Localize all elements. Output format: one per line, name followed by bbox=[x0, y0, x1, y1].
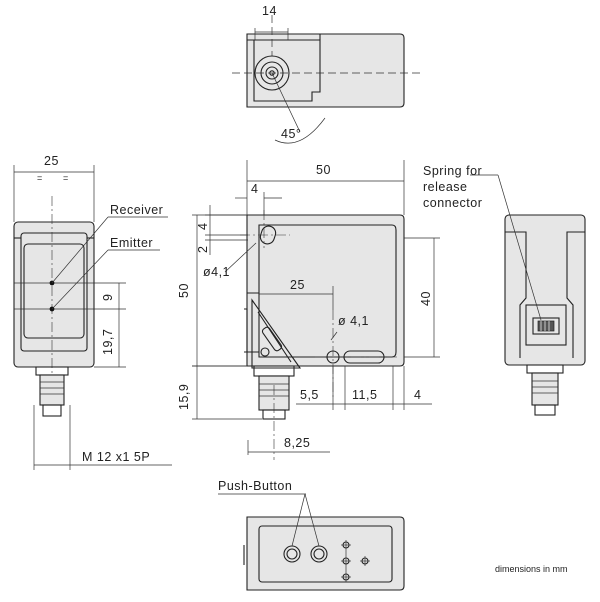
front-view: 50 4 4 2 ø4,1 50 25 ø 4,1 40 15,9 bbox=[177, 160, 440, 460]
label-emitter: Emitter bbox=[110, 236, 153, 250]
dim-11-5: 11,5 bbox=[352, 388, 377, 402]
label-spring-line1: Spring for bbox=[423, 164, 482, 178]
svg-text:=: = bbox=[37, 173, 42, 183]
top-view: 14 45° bbox=[232, 4, 420, 144]
dim-25-mid: 25 bbox=[290, 278, 305, 292]
dim-5-5: 5,5 bbox=[300, 388, 319, 402]
dim-19-7: 19,7 bbox=[101, 329, 115, 355]
label-push-button: Push-Button bbox=[218, 479, 292, 493]
dim-15-9: 15,9 bbox=[177, 384, 191, 410]
svg-text:=: = bbox=[63, 173, 68, 183]
label-receiver: Receiver bbox=[110, 203, 163, 217]
side-view-left: Receiver Emitter 25 = = 9 19,7 M 12 x1 5… bbox=[13, 154, 172, 470]
label-spring-line3: connector bbox=[423, 196, 482, 210]
dim-hole-d41-b: ø 4,1 bbox=[338, 314, 369, 328]
dim-hole-d41-a: ø4,1 bbox=[203, 265, 230, 279]
dim-2: 2 bbox=[196, 246, 210, 253]
bottom-view: Push-Button bbox=[218, 479, 405, 591]
dim-40: 40 bbox=[419, 291, 433, 306]
label-connector-thread: M 12 x1 5P bbox=[82, 450, 150, 464]
dim-9: 9 bbox=[101, 294, 115, 301]
dim-8-25: 8,25 bbox=[284, 436, 310, 450]
side-view-right: Spring for release connector bbox=[423, 164, 586, 416]
dim-50-top: 50 bbox=[316, 163, 331, 177]
dim-angle-45: 45° bbox=[281, 127, 301, 141]
dim-14: 14 bbox=[262, 4, 277, 18]
dim-50-height: 50 bbox=[177, 283, 191, 298]
dim-25-side: 25 bbox=[44, 154, 59, 168]
label-spring-line2: release bbox=[423, 180, 468, 194]
dim-4-side: 4 bbox=[196, 223, 210, 230]
dim-4-top: 4 bbox=[251, 182, 258, 196]
units-note: dimensions in mm bbox=[495, 564, 568, 574]
dim-4-right: 4 bbox=[414, 388, 421, 402]
